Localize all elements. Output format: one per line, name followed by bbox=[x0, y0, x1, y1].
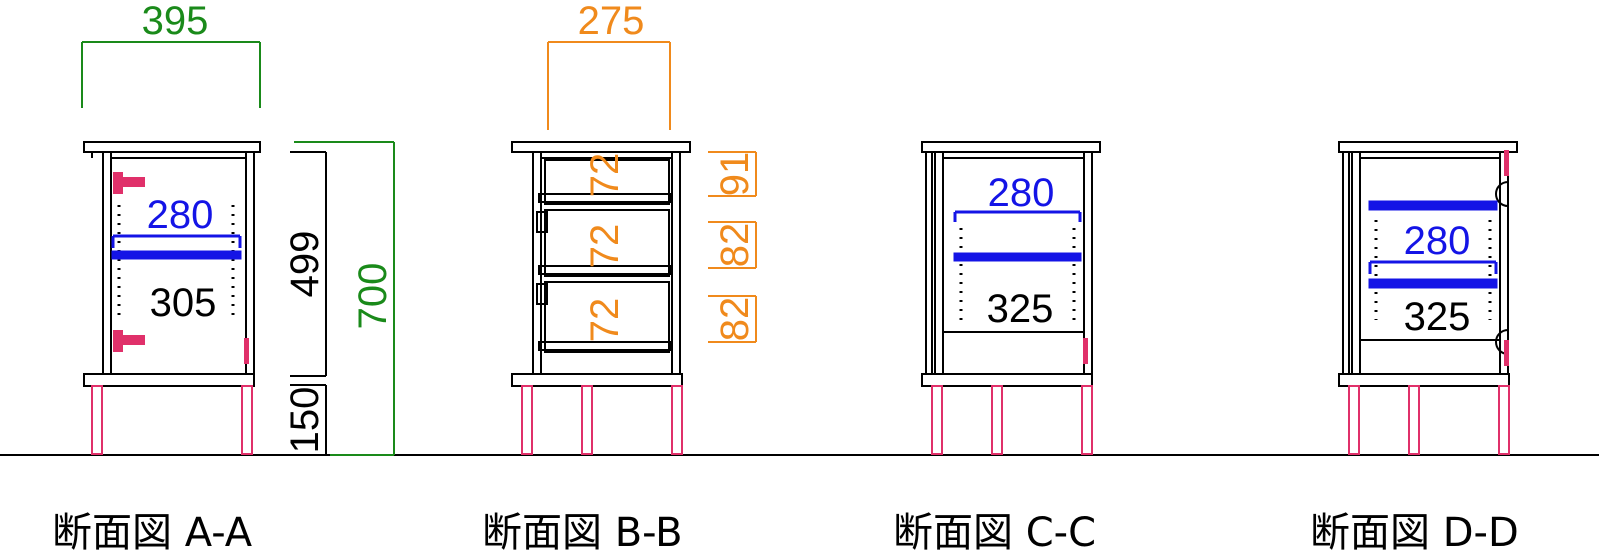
depth-label-a: 305 bbox=[150, 281, 217, 325]
side-height-label-bot: 82 bbox=[713, 297, 757, 342]
height-dimension-a bbox=[290, 151, 327, 455]
cabinet-body-c bbox=[921, 141, 1101, 387]
body-height-label-a: 499 bbox=[283, 231, 327, 298]
depth-label-d: 325 bbox=[1404, 295, 1471, 339]
inner-width-label-c: 280 bbox=[988, 171, 1055, 215]
handle-d bbox=[1504, 150, 1509, 366]
caption-section-b: 断面図 B-B bbox=[482, 510, 683, 556]
width-dimension-a bbox=[81, 41, 261, 108]
side-height-label-top: 91 bbox=[713, 152, 757, 197]
section-a: 395 280 305 bbox=[81, 0, 395, 456]
leg-height-label-a: 150 bbox=[283, 387, 327, 454]
inner-width-label-a: 280 bbox=[147, 193, 214, 237]
legs-c bbox=[931, 385, 1093, 455]
drawer-height-label-2: 72 bbox=[583, 224, 627, 269]
shelf-a bbox=[111, 234, 242, 260]
handle-c bbox=[1083, 338, 1088, 364]
width-label-a: 395 bbox=[142, 0, 209, 43]
width-dimension-b bbox=[547, 41, 671, 130]
depth-label-c: 325 bbox=[987, 287, 1054, 331]
drawer-height-label-3: 72 bbox=[583, 298, 627, 343]
side-dimensions-b bbox=[708, 151, 757, 343]
legs-b bbox=[521, 385, 683, 455]
hinge-icon bbox=[113, 172, 249, 364]
legs-a bbox=[91, 385, 253, 455]
shelf-d bbox=[1368, 200, 1498, 289]
drawer-height-label-1: 72 bbox=[583, 153, 627, 198]
section-c: 280 325 bbox=[921, 141, 1101, 455]
caption-section-d: 断面図 D-D bbox=[1310, 510, 1519, 556]
total-height-dimension-a bbox=[294, 141, 395, 456]
shelf-pin-holes-a bbox=[117, 205, 235, 320]
total-height-label-a: 700 bbox=[351, 263, 395, 330]
shelf-c bbox=[953, 210, 1082, 262]
cabinet-body-b bbox=[511, 141, 691, 387]
shelf-pin-holes-c bbox=[959, 228, 1076, 322]
side-height-label-mid: 82 bbox=[713, 223, 757, 268]
section-b: 275 72 72 72 bbox=[511, 0, 757, 455]
cabinet-body-a bbox=[83, 141, 261, 387]
width-label-b: 275 bbox=[578, 0, 645, 43]
cabinet-body-d bbox=[1338, 141, 1518, 387]
section-d: 280 325 bbox=[1338, 141, 1518, 455]
caption-section-c: 断面図 C-C bbox=[893, 510, 1097, 556]
legs-d bbox=[1348, 385, 1510, 455]
inner-width-label-d: 280 bbox=[1404, 219, 1471, 263]
caption-section-a: 断面図 A-A bbox=[52, 510, 253, 556]
